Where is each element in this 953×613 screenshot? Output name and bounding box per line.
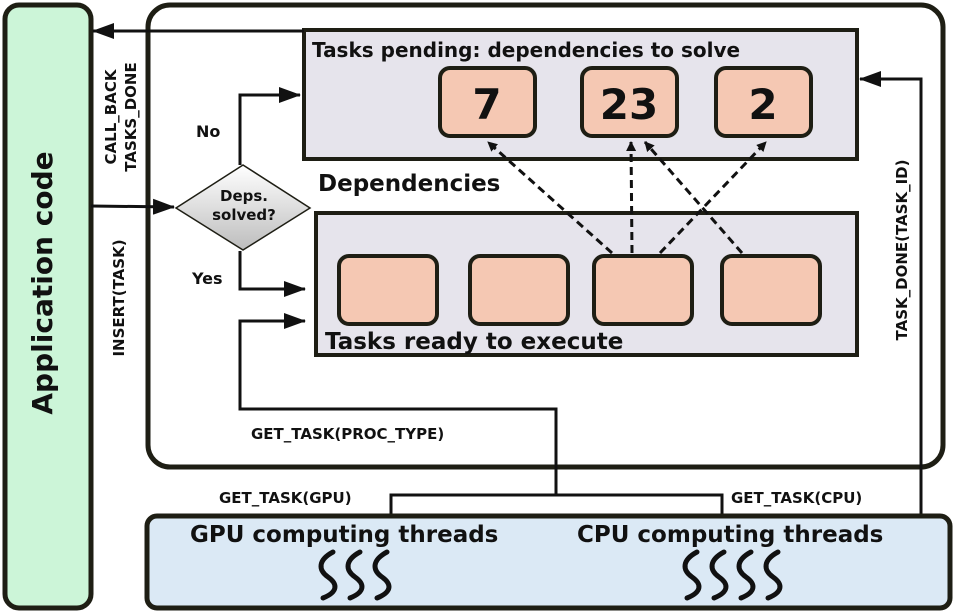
thread-icon (682, 549, 702, 601)
task-done-arrow (859, 71, 923, 516)
yes-label: Yes (191, 269, 223, 288)
ready-tasks-title: Tasks ready to execute (325, 329, 623, 355)
gpu-thread-icons (318, 549, 392, 601)
pending-task-2: 2 (714, 66, 813, 138)
get-task-cpu-line (556, 493, 724, 516)
cpu-thread-icons (682, 549, 783, 601)
get-task-routing (238, 313, 724, 516)
get-task-proc-arrow (238, 313, 558, 495)
callback-label-line2: TASKS_DONE (122, 62, 140, 171)
computing-threads-box (144, 513, 953, 611)
application-code-label: Application code (26, 151, 59, 414)
pending-task-7: 7 (438, 66, 537, 138)
pending-task-23: 23 (580, 66, 679, 138)
pending-task-7-count: 7 (472, 80, 501, 129)
dependency-arrow-2 (626, 141, 637, 254)
dependencies-label: Dependencies (318, 171, 500, 197)
insert-task-label: INSERT(TASK) (110, 239, 128, 356)
pending-tasks-title: Tasks pending: dependencies to solve (312, 38, 740, 62)
callback-label-line1: CALL_BACK (102, 68, 120, 164)
yes-branch-arrow (238, 251, 306, 297)
get-task-gpu-line (389, 493, 556, 516)
get-task-proc-label: GET_TASK(PROC_TYPE) (251, 425, 444, 443)
task-done-label: TASK_DONE(TASK_ID) (893, 160, 911, 341)
thread-icon (345, 549, 365, 601)
ready-task-3 (592, 254, 694, 326)
get-task-gpu-label: GET_TASK(GPU) (219, 489, 352, 507)
thread-icon (318, 549, 338, 601)
decision-branches (238, 87, 306, 297)
thread-icon (709, 549, 729, 601)
decision-line2: solved? (212, 206, 276, 224)
thread-icon (763, 549, 783, 601)
insert-task-arrow (90, 198, 175, 215)
ready-task-2 (468, 254, 570, 326)
no-label: No (196, 122, 220, 141)
dependency-arrow-1 (486, 140, 614, 255)
no-branch-arrow (238, 87, 301, 165)
ready-task-1 (337, 254, 439, 326)
decision-line1: Deps. (220, 187, 268, 205)
deps-solved-decision: Deps. solved? (174, 164, 312, 251)
pending-task-2-count: 2 (748, 80, 777, 129)
thread-icon (372, 549, 392, 601)
thread-icon (736, 549, 756, 601)
cpu-threads-label: CPU computing threads (577, 522, 883, 548)
get-task-cpu-label: GET_TASK(CPU) (731, 489, 862, 507)
dependency-arrow-3 (643, 141, 744, 254)
ready-task-4 (720, 254, 822, 326)
gpu-threads-label: GPU computing threads (190, 522, 498, 548)
pending-task-23-count: 23 (600, 80, 658, 129)
application-code-bar (2, 2, 94, 611)
dependency-arrows (486, 140, 768, 255)
